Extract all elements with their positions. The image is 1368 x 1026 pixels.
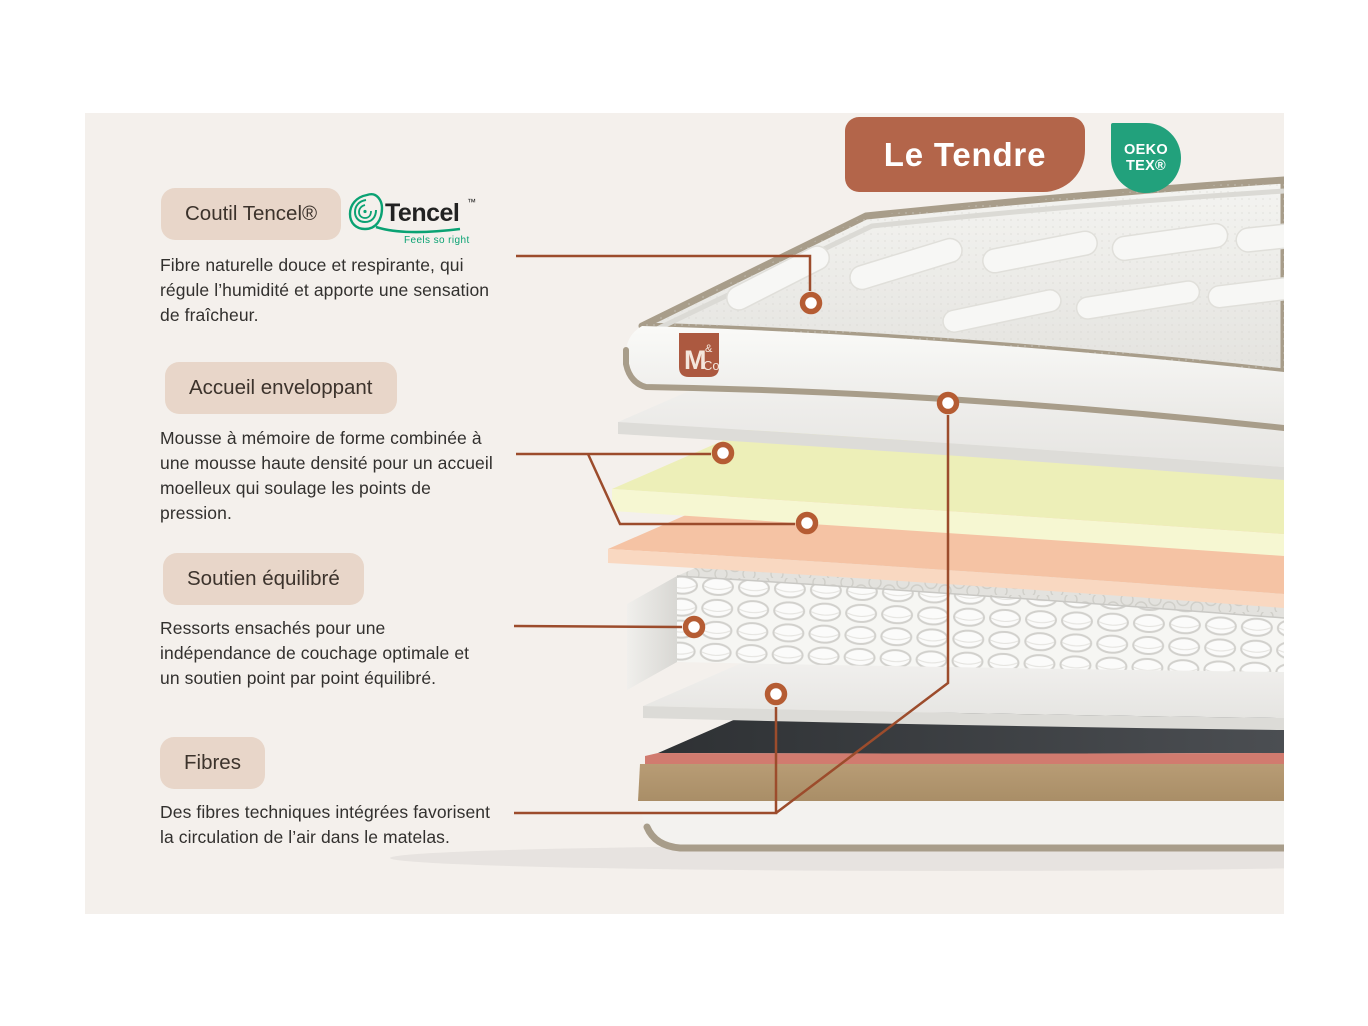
oeko-tex-line2: TEX® (1125, 158, 1167, 174)
brand-tag-letter: M (684, 345, 707, 375)
oeko-tex-line1: OEKO (1124, 142, 1168, 158)
marker-density-foam (795, 511, 819, 535)
brand-tag-ampersand: & (705, 343, 713, 355)
section-title-accueil-enveloppant: Accueil enveloppant (165, 362, 397, 414)
tencel-leaf-icon (348, 193, 384, 231)
mattress-topper-layer: M & Co (623, 176, 1284, 431)
section-description-soutien-equilibre: Ressorts ensachés pour une indépendance … (160, 618, 470, 688)
brand-tag-suffix: Co (703, 358, 720, 373)
product-name-badge: Le Tendre (845, 117, 1085, 192)
marker-springs (682, 615, 706, 639)
marker-fiber-top (936, 391, 960, 415)
section-description-accueil-enveloppant: Mousse à mémoire de forme combinée à une… (160, 428, 493, 523)
quilt-channels (726, 219, 1284, 333)
tencel-underline-swoosh (375, 225, 461, 234)
connector-coutil (516, 254, 812, 291)
section-title-fibres: Fibres (160, 737, 265, 789)
section-title-soutien-equilibre: Soutien équilibré (163, 553, 364, 605)
tencel-trademark: ™ (467, 197, 476, 207)
section-title-coutil-tencel: Coutil Tencel® (161, 188, 342, 240)
topper-side-band (626, 326, 1284, 428)
product-name: Le Tendre (883, 135, 1047, 173)
connector-soutien (513, 624, 683, 629)
hotspot-markers (682, 291, 960, 706)
connector-lines (513, 254, 950, 815)
tencel-logo: Tencel ™ Feels so right (348, 193, 476, 246)
section-description-fibres: Des fibres techniques intégrées favorise… (160, 802, 491, 847)
tencel-tagline: Feels so right (404, 235, 470, 246)
marker-topper (799, 291, 823, 315)
marker-fiber-bottom (764, 682, 788, 706)
connector-accueil-bottom (586, 453, 795, 526)
marker-memory-foam (711, 441, 735, 465)
section-description-coutil-tencel: Fibre naturelle douce et respirante, qui… (160, 255, 490, 325)
connector-fibres-right (775, 415, 950, 814)
oeko-tex-badge: OEKO TEX® (1111, 123, 1181, 193)
brand-tag: M & Co (679, 333, 720, 377)
tencel-wordmark: Tencel (385, 199, 459, 227)
